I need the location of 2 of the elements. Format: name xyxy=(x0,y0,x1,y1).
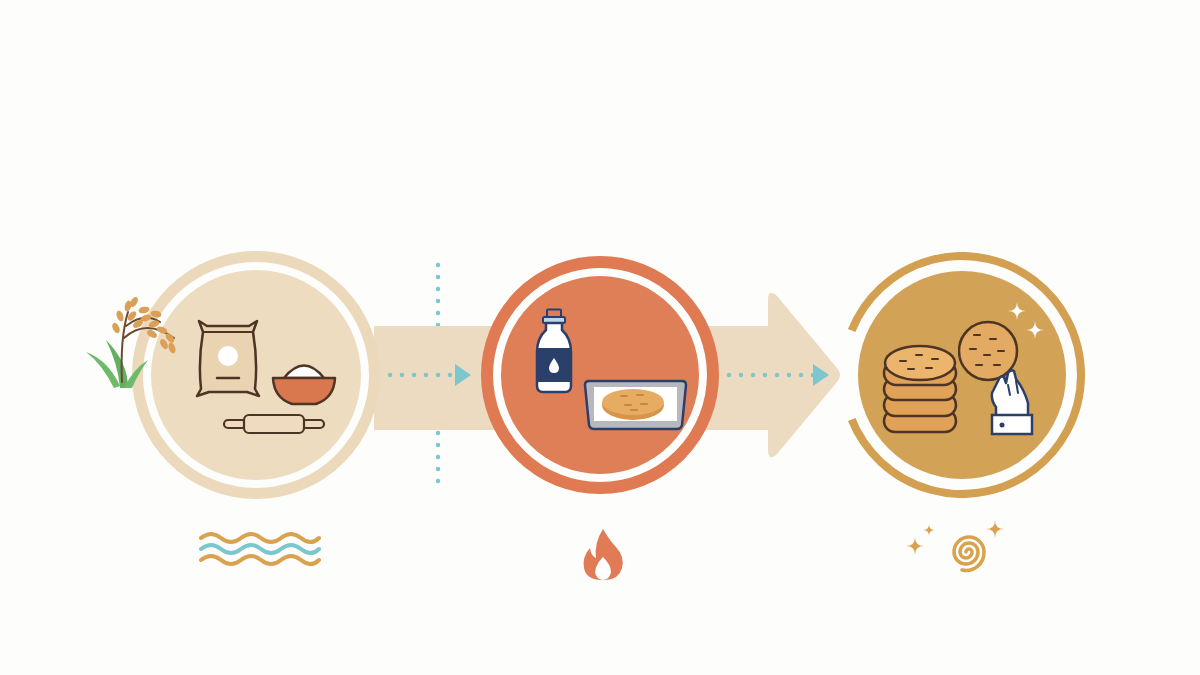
step-circle xyxy=(132,251,380,499)
step-circle xyxy=(481,256,719,494)
